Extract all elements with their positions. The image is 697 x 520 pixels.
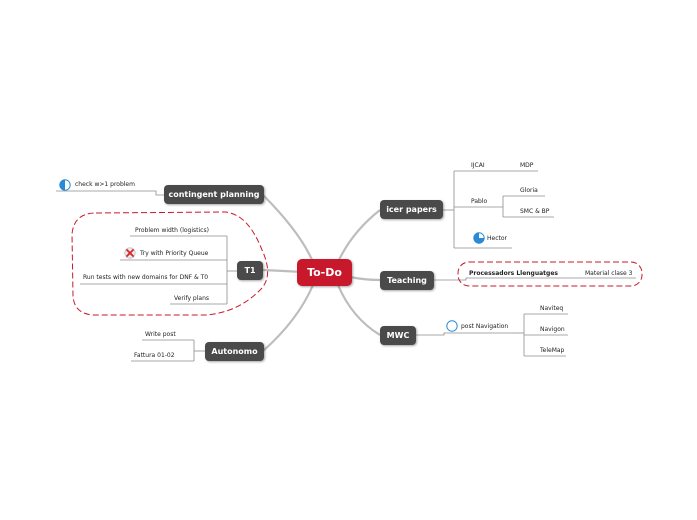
icer-lines [442, 170, 554, 249]
autonomo-lines [131, 339, 205, 362]
t1-boundary [71, 211, 269, 316]
leaf-mdp[interactable]: MDP [520, 162, 534, 169]
half-progress-icon [59, 179, 71, 191]
t1-lines [80, 235, 237, 305]
teaching-lines [434, 277, 636, 281]
topic-icer-papers[interactable]: icer papers [380, 200, 443, 219]
leaf-naviteq[interactable]: Naviteq [540, 305, 564, 312]
leaf-material-clase[interactable]: Material clase 3 [585, 270, 633, 277]
leaf-telemap[interactable]: TeleMap [540, 347, 565, 354]
leaf-verify-plans[interactable]: Verify plans [174, 295, 210, 302]
leaf-gloria[interactable]: Gloria [520, 187, 538, 194]
leaf-post-navigation[interactable]: post Navigation [461, 323, 509, 330]
leaf-processadors[interactable]: Processadors Llenguatges [469, 270, 558, 277]
contingent-lines [56, 190, 164, 196]
topic-contingent-planning[interactable]: contingent planning [164, 185, 264, 204]
leaf-ijcai[interactable]: IJCAI [471, 162, 485, 169]
topic-mwc[interactable]: MWC [380, 326, 416, 345]
teaching-boundary [457, 261, 643, 287]
mwc-lines [416, 313, 568, 357]
root-node[interactable]: To-Do [297, 259, 352, 286]
leaf-smc-bp[interactable]: SMC & BP [520, 208, 550, 215]
leaf-pablo[interactable]: Pablo [471, 198, 488, 205]
leaf-hector[interactable]: Hector [487, 235, 507, 242]
topic-t1[interactable]: T1 [237, 261, 263, 280]
leaf-write-post[interactable]: Write post [145, 331, 176, 338]
leaf-problem-width[interactable]: Problem width (logistics) [135, 227, 209, 234]
leaf-run-tests[interactable]: Run tests with new domains for DNF & T0 [83, 274, 209, 281]
leaf-check-problem[interactable]: check w>1 problem [75, 181, 135, 188]
leaf-priority-queue[interactable]: Try with Priority Queue [140, 250, 209, 257]
three-quarter-progress-icon [473, 232, 485, 244]
topic-teaching[interactable]: Teaching [380, 271, 434, 290]
empty-progress-icon [446, 320, 458, 332]
topic-autonomo[interactable]: Autonomo [205, 342, 264, 361]
leaf-navigon[interactable]: Navigon [540, 326, 565, 333]
cancel-icon [124, 247, 136, 259]
leaf-fattura[interactable]: Fattura 01-02 [134, 352, 175, 359]
